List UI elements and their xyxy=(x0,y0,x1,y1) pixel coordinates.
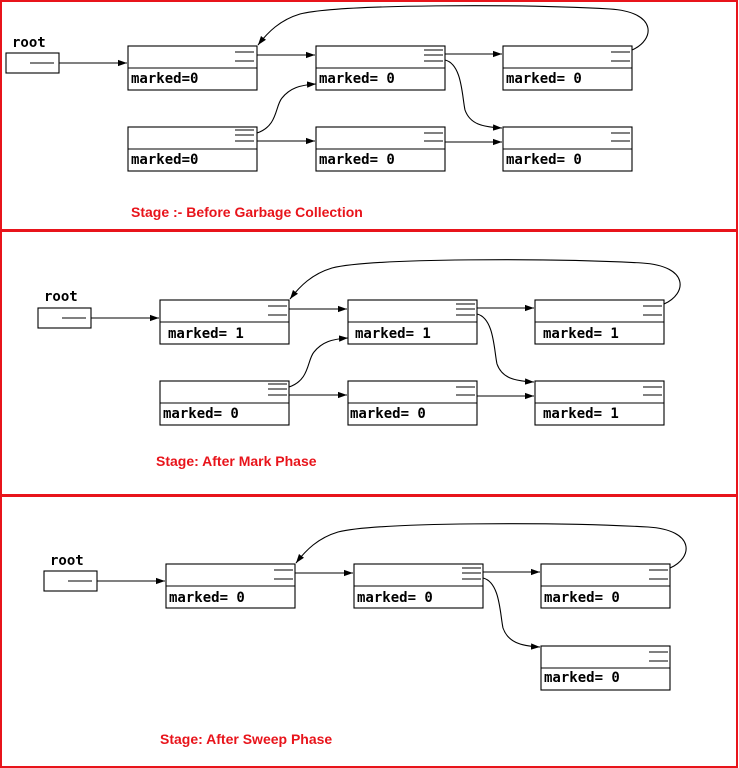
root-label: root xyxy=(50,553,84,569)
node-marked-label: marked= 1 xyxy=(543,406,619,422)
stage-caption: Stage: After Mark Phase xyxy=(156,453,317,469)
heap-node-d: marked= 0 xyxy=(159,380,290,426)
panel-before-gc: root marked=0 marked= 0 marked= 0 xyxy=(0,0,738,231)
node-marked-label: marked=0 xyxy=(131,71,198,87)
edge-d-to-b xyxy=(288,335,349,388)
node-marked-label: marked= 1 xyxy=(355,326,431,342)
stage-caption: Stage :- Before Garbage Collection xyxy=(131,204,363,220)
panel-border xyxy=(0,0,738,231)
heap-node-b: marked= 0 xyxy=(315,45,446,91)
panel-border xyxy=(0,495,738,768)
heap-node-f: marked= 0 xyxy=(502,126,633,172)
node-marked-label: marked= 0 xyxy=(319,152,395,168)
edge-b-to-f xyxy=(476,313,535,385)
node-marked-label: marked= 0 xyxy=(169,590,245,606)
heap-node-f: marked= 1 xyxy=(534,380,665,426)
node-marked-label: marked= 0 xyxy=(163,406,239,422)
heap-node-b: marked= 0 xyxy=(353,563,484,609)
heap-node-a: marked=0 xyxy=(127,45,258,91)
panel-after-mark: root marked= 1 marked= 1 marked= 1 xyxy=(0,230,738,496)
edge-b-to-f xyxy=(482,577,541,650)
heap-node-f: marked= 0 xyxy=(540,645,671,691)
edge-c-to-a xyxy=(257,5,649,51)
heap-node-c: marked= 1 xyxy=(534,299,665,345)
node-marked-label: marked= 1 xyxy=(543,326,619,342)
heap-node-c: marked= 0 xyxy=(502,45,633,91)
root-label: root xyxy=(44,289,78,305)
edge-c-to-a xyxy=(289,259,681,305)
node-marked-label: marked= 0 xyxy=(506,152,582,168)
heap-node-e: marked= 0 xyxy=(315,126,446,172)
node-marked-label: marked=0 xyxy=(131,152,198,168)
node-marked-label: marked= 0 xyxy=(350,406,426,422)
panel-border xyxy=(0,230,738,496)
heap-node-b: marked= 1 xyxy=(347,299,478,345)
node-marked-label: marked= 0 xyxy=(357,590,433,606)
heap-node-a: marked= 1 xyxy=(159,299,290,345)
node-marked-label: marked= 0 xyxy=(544,670,620,686)
node-marked-label: marked= 0 xyxy=(319,71,395,87)
node-marked-label: marked= 0 xyxy=(544,590,620,606)
heap-node-e: marked= 0 xyxy=(347,380,478,426)
heap-node-a: marked= 0 xyxy=(165,563,296,609)
stage-caption: Stage: After Sweep Phase xyxy=(160,731,332,747)
root-label: root xyxy=(12,35,46,51)
panel-after-sweep: root marked= 0 marked= 0 marked= 0 xyxy=(0,495,738,768)
edge-b-to-f xyxy=(444,59,503,131)
edge-d-to-b xyxy=(256,81,317,134)
heap-node-c: marked= 0 xyxy=(540,563,671,609)
edge-c-to-a xyxy=(295,523,687,569)
node-marked-label: marked= 0 xyxy=(506,71,582,87)
heap-node-d: marked=0 xyxy=(127,126,258,172)
node-marked-label: marked= 1 xyxy=(168,326,244,342)
